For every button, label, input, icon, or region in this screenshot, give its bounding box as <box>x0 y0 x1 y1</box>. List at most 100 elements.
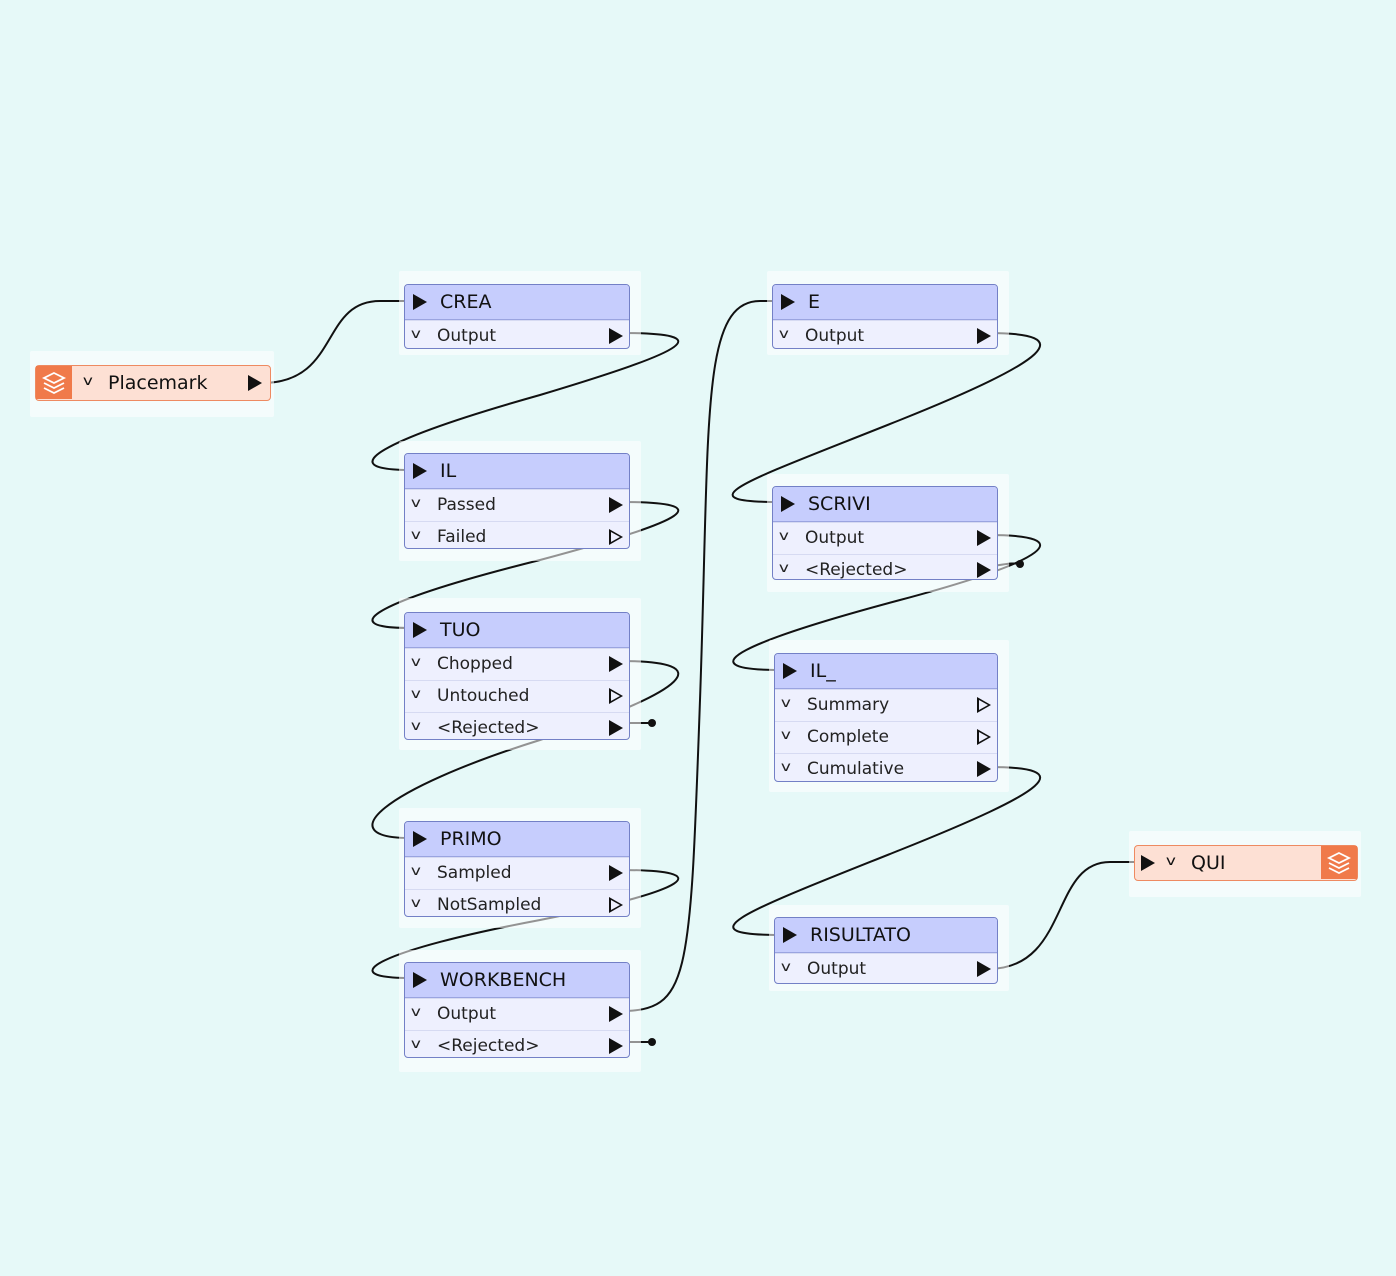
port-label: Output <box>807 959 867 979</box>
output-port[interactable]: v Sampled <box>405 857 629 889</box>
output-port[interactable]: v <Rejected> <box>773 554 997 579</box>
transformer-crea[interactable]: CREA v Output <box>404 284 630 349</box>
chevron-down-icon[interactable]: v <box>410 327 421 342</box>
output-port[interactable]: v <Rejected> <box>405 712 629 739</box>
port-label: Complete <box>807 727 889 747</box>
transformer-workbench[interactable]: WORKBENCH v Output v <Rejected> <box>404 962 630 1058</box>
port-label: Passed <box>437 495 496 515</box>
output-port-icon[interactable] <box>977 761 991 777</box>
output-port-icon[interactable] <box>977 961 991 977</box>
chevron-down-icon[interactable]: v <box>410 528 421 543</box>
output-port[interactable]: v Untouched <box>405 680 629 712</box>
port-label: Untouched <box>437 686 530 706</box>
output-port-icon[interactable] <box>609 1006 623 1022</box>
output-port[interactable]: v Output <box>775 953 997 983</box>
output-port[interactable]: v Output <box>405 320 629 348</box>
output-port-icon[interactable] <box>248 375 262 391</box>
transformer-e[interactable]: E v Output <box>772 284 998 349</box>
output-port-icon[interactable] <box>977 328 991 344</box>
chevron-down-icon[interactable]: v <box>410 687 421 702</box>
chevron-down-icon[interactable]: v <box>778 327 789 342</box>
input-port-icon[interactable] <box>413 622 427 638</box>
transformer-il-underscore[interactable]: IL_ v Summary v Complete v Cumulative <box>774 653 998 782</box>
chevron-down-icon[interactable]: v <box>780 696 791 711</box>
chevron-down-icon[interactable]: v <box>410 719 421 734</box>
source-title: Placemark <box>108 372 208 394</box>
transformer-scrivi[interactable]: SCRIVI v Output v <Rejected> <box>772 486 998 580</box>
wire-il2-risultato <box>732 766 1042 936</box>
port-label: Chopped <box>437 654 513 674</box>
output-port-icon[interactable] <box>977 697 991 713</box>
chevron-down-icon[interactable]: v <box>778 529 789 544</box>
chevron-down-icon[interactable]: v <box>778 561 789 576</box>
input-port-icon[interactable] <box>1141 855 1155 871</box>
wire-e-scrivi <box>731 332 1042 503</box>
chevron-down-icon[interactable]: v <box>82 374 93 389</box>
output-port[interactable]: v Failed <box>405 521 629 548</box>
output-port-icon[interactable] <box>977 530 991 546</box>
output-port[interactable]: v Passed <box>405 489 629 521</box>
chevron-down-icon[interactable]: v <box>780 728 791 743</box>
output-port-icon[interactable] <box>609 1038 623 1054</box>
input-port-icon[interactable] <box>783 663 797 679</box>
output-port-icon[interactable] <box>609 656 623 672</box>
port-label: Sampled <box>437 863 512 883</box>
port-label: Output <box>437 1004 497 1024</box>
output-port-icon[interactable] <box>609 865 623 881</box>
transformer-il[interactable]: IL v Passed v Failed <box>404 453 630 549</box>
chevron-down-icon[interactable]: v <box>410 864 421 879</box>
chevron-down-icon[interactable]: v <box>1165 854 1176 869</box>
port-label: <Rejected> <box>437 1036 540 1056</box>
rejected-endpoint-workbench <box>648 1038 656 1046</box>
chevron-down-icon[interactable]: v <box>410 1005 421 1020</box>
transformer-title: WORKBENCH <box>440 969 567 991</box>
transformer-risultato[interactable]: RISULTATO v Output <box>774 917 998 984</box>
output-port-icon[interactable] <box>977 729 991 745</box>
output-port-icon[interactable] <box>609 328 623 344</box>
input-port-icon[interactable] <box>413 294 427 310</box>
transformer-title: IL <box>440 460 457 482</box>
output-port[interactable]: v Summary <box>775 689 997 721</box>
output-port-icon[interactable] <box>609 529 623 545</box>
output-port-icon[interactable] <box>609 688 623 704</box>
output-port-icon[interactable] <box>609 497 623 513</box>
transformer-title: E <box>808 291 821 313</box>
transformer-title: IL_ <box>810 660 836 682</box>
output-port[interactable]: v Chopped <box>405 648 629 680</box>
layers-icon <box>36 366 72 399</box>
transformer-primo[interactable]: PRIMO v Sampled v NotSampled <box>404 821 630 917</box>
chevron-down-icon[interactable]: v <box>410 655 421 670</box>
output-port-icon[interactable] <box>977 562 991 578</box>
output-port-icon[interactable] <box>609 720 623 736</box>
output-port[interactable]: v Output <box>405 998 629 1030</box>
input-port-icon[interactable] <box>413 831 427 847</box>
chevron-down-icon[interactable]: v <box>410 896 421 911</box>
input-port-icon[interactable] <box>413 463 427 479</box>
output-port-icon[interactable] <box>609 897 623 913</box>
transformer-tuo[interactable]: TUO v Chopped v Untouched v <Rejected> <box>404 612 630 740</box>
input-port-icon[interactable] <box>783 927 797 943</box>
chevron-down-icon[interactable]: v <box>780 760 791 775</box>
chevron-down-icon[interactable]: v <box>410 496 421 511</box>
output-port[interactable]: v Complete <box>775 721 997 753</box>
output-port[interactable]: v <Rejected> <box>405 1030 629 1057</box>
output-port[interactable]: v Output <box>773 522 997 554</box>
transformer-title: CREA <box>440 291 492 313</box>
chevron-down-icon[interactable]: v <box>780 960 791 975</box>
output-port[interactable]: v Output <box>773 320 997 348</box>
port-label: <Rejected> <box>437 718 540 738</box>
transformer-title: TUO <box>440 619 481 641</box>
wire-workbench-e <box>619 300 778 1012</box>
wire-scrivi-il2 <box>732 534 1041 671</box>
layers-icon <box>1321 846 1357 879</box>
output-port[interactable]: v Cumulative <box>775 753 997 781</box>
source-feature-type[interactable]: v Placemark <box>35 365 271 401</box>
input-port-icon[interactable] <box>781 496 795 512</box>
input-port-icon[interactable] <box>781 294 795 310</box>
output-port[interactable]: v NotSampled <box>405 889 629 916</box>
target-feature-type[interactable]: v QUI <box>1134 845 1358 881</box>
transformer-title: SCRIVI <box>808 493 871 515</box>
input-port-icon[interactable] <box>413 972 427 988</box>
chevron-down-icon[interactable]: v <box>410 1037 421 1052</box>
